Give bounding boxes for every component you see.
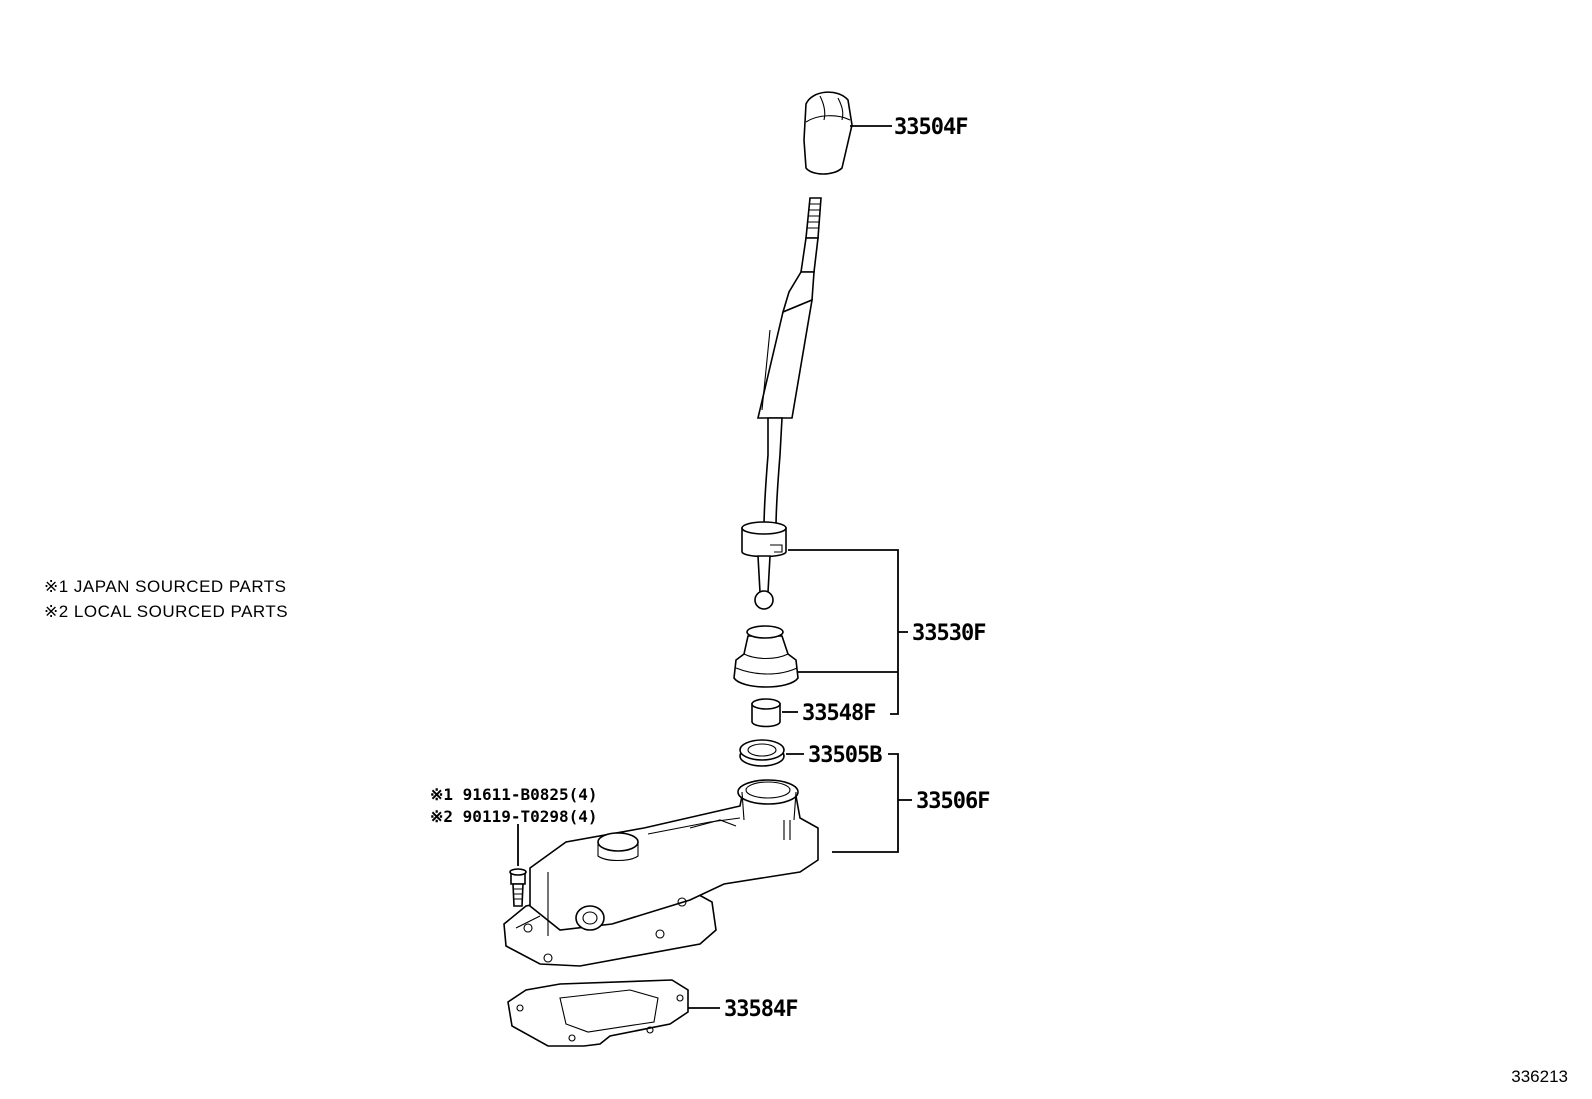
diagram-id: 336213 [1511, 1067, 1568, 1086]
screw-drawing[interactable] [509, 868, 527, 907]
bracket-retainer [832, 753, 912, 853]
gasket-drawing[interactable] [507, 979, 689, 1047]
label-33505B: 33505B [808, 743, 882, 768]
seal-drawing[interactable] [739, 739, 785, 767]
retainer-housing-drawing[interactable] [503, 779, 819, 967]
label-fastener-japan: ※1 91611-B0825(4) [430, 785, 598, 804]
shift-lever-drawing[interactable] [756, 197, 822, 529]
shift-knob-drawing[interactable] [803, 91, 853, 175]
label-33504F: 33504F [894, 115, 967, 140]
label-fastener-local: ※2 90119-T0298(4) [430, 807, 598, 826]
boot-drawing[interactable] [733, 625, 799, 688]
label-33530F: 33530F [912, 621, 985, 646]
label-33548F: 33548F [802, 701, 875, 726]
label-33584F: 33584F [724, 997, 797, 1022]
bracket-lever-assy [788, 549, 908, 715]
lever-collar-drawing[interactable] [741, 521, 787, 610]
bushing-drawing[interactable] [751, 698, 781, 728]
label-33506F: 33506F [916, 789, 989, 814]
note-local-sourced: ※2 LOCAL SOURCED PARTS [44, 602, 289, 621]
note-japan-sourced: ※1 JAPAN SOURCED PARTS [44, 577, 287, 596]
